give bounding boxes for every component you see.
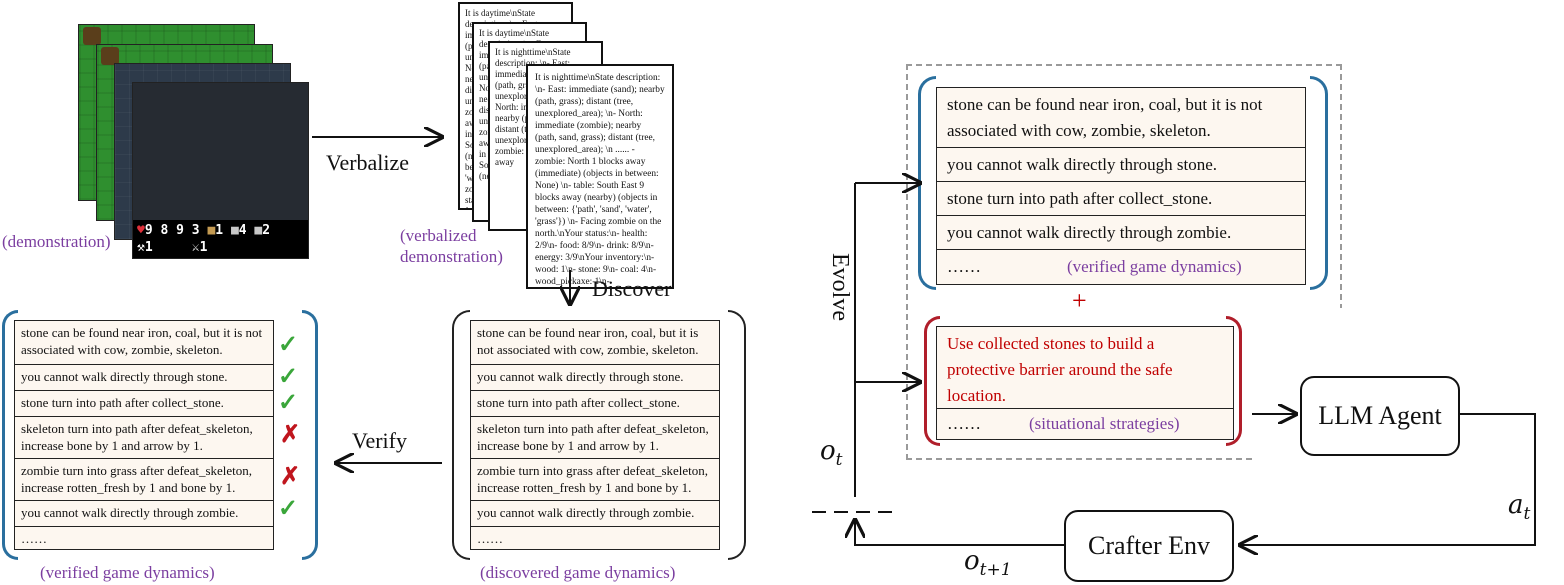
verified-rule: ……: [15, 527, 273, 549]
ellipsis-text: ……: [947, 257, 981, 276]
evolve-rule-ellipsis: …… (verified game dynamics): [937, 250, 1305, 284]
discovered-rules-table: stone can be found near iron, coal, but …: [470, 320, 720, 550]
pickaxe-icon: ⚒: [137, 240, 145, 255]
discovered-rule: you cannot walk directly through zombie.: [471, 501, 719, 527]
discovered-rule: skeleton turn into path after defeat_ske…: [471, 417, 719, 459]
verified-rule: skeleton turn into path after defeat_ske…: [15, 417, 273, 459]
game-frame-4: ♥9 8 9 3 ■1 ■4 ■2 ⚒1 ⚔1: [132, 82, 309, 259]
hud-item-4: 1: [144, 240, 153, 255]
o-symbol: o: [820, 436, 836, 466]
check-icon: ✓: [278, 496, 299, 522]
action-t-label: at: [1508, 490, 1530, 524]
game-hud: ♥9 8 9 3 ■1 ■4 ■2 ⚒1 ⚔1: [133, 220, 308, 258]
t1-subscript: t+1: [979, 560, 1012, 581]
verify-label: Verify: [352, 428, 407, 453]
tree-icon: [83, 27, 101, 45]
heart-icon: ♥: [137, 223, 145, 238]
verified-rule: stone turn into path after collect_stone…: [15, 391, 273, 417]
tree-icon: [101, 47, 119, 65]
hud-item-2: 4: [238, 223, 247, 238]
a-symbol: a: [1508, 490, 1524, 520]
discovered-rule: you cannot walk directly through stone.: [471, 365, 719, 391]
action-arrow: [1240, 413, 1536, 545]
verified-rules-table: stone can be found near iron, coal, but …: [14, 320, 274, 550]
crafter-env-label: Crafter Env: [1087, 531, 1210, 560]
sword-icon: ⚔: [191, 240, 200, 255]
strategy-table: Use collected stones to build a protecti…: [936, 326, 1234, 440]
cross-icon: ✗: [280, 422, 301, 448]
wood-icon: ■: [207, 223, 216, 238]
evolve-rule: you cannot walk directly through zombie.: [937, 216, 1305, 250]
llm-agent-label: LLM Agent: [1318, 401, 1442, 430]
verified-dynamics-label: (verified game dynamics): [40, 563, 215, 582]
llm-agent-box: LLM Agent: [1300, 376, 1460, 456]
verbalized-label-1: (verbalized: [400, 226, 477, 245]
t-subscript: t: [835, 450, 843, 471]
verbalize-label: Verbalize: [326, 150, 410, 175]
strategy-ellipsis-row: …… (situational strategies): [937, 409, 1233, 439]
evolve-rule: stone can be found near iron, coal, but …: [937, 88, 1305, 148]
verified-dynamics-inline-label: (verified game dynamics): [1067, 257, 1242, 276]
situational-strategies-label: (situational strategies): [1029, 414, 1180, 433]
crafter-env-box: Crafter Env: [1064, 510, 1234, 582]
hud-item-1: 1: [215, 223, 224, 238]
observation-t-label: ot: [820, 436, 843, 470]
stone-icon: ■: [230, 223, 239, 238]
check-icon: ✓: [278, 364, 299, 390]
discovered-rule: zombie turn into grass after defeat_skel…: [471, 459, 719, 501]
verified-rule: stone can be found near iron, coal, but …: [15, 321, 273, 365]
verified-rule: you cannot walk directly through stone.: [15, 365, 273, 391]
verbalized-label-2: demonstration): [400, 247, 503, 266]
cross-icon: ✗: [280, 464, 301, 490]
check-icon: ✓: [278, 332, 299, 358]
verified-rule: you cannot walk directly through zombie.: [15, 501, 273, 527]
evolve-verified-table: stone can be found near iron, coal, but …: [936, 87, 1306, 285]
coal-icon: ■: [254, 223, 263, 238]
discovered-rule: stone turn into path after collect_stone…: [471, 391, 719, 417]
verbalized-doc-front: It is nighttime\nState description: \n- …: [526, 64, 674, 289]
plus-sign: +: [1072, 286, 1087, 315]
evolve-rule: you cannot walk directly through stone.: [937, 148, 1305, 182]
knowledge-container: [906, 64, 1342, 460]
ellipsis-text: ……: [947, 414, 981, 433]
t-subscript: t: [1523, 504, 1531, 525]
demonstration-label: (demonstration): [2, 232, 111, 251]
strategy-text: Use collected stones to build a protecti…: [937, 327, 1233, 409]
o-symbol: o: [964, 546, 980, 576]
observation-t1-label: ot+1: [964, 546, 1012, 580]
discovered-rule: ……: [471, 527, 719, 549]
discovered-dynamics-label: (discovered game dynamics): [480, 563, 676, 582]
hud-stats: 9 8 9 3: [144, 223, 200, 238]
discover-label: Discover: [592, 276, 672, 301]
hud-item-5: 1: [199, 240, 208, 255]
discovered-rule: stone can be found near iron, coal, but …: [471, 321, 719, 365]
hud-item-3: 2: [262, 223, 271, 238]
observation-arrow: [855, 520, 1064, 546]
verified-rule: zombie turn into grass after defeat_skel…: [15, 459, 273, 501]
check-icon: ✓: [278, 390, 299, 416]
evolve-rule: stone turn into path after collect_stone…: [937, 182, 1305, 216]
